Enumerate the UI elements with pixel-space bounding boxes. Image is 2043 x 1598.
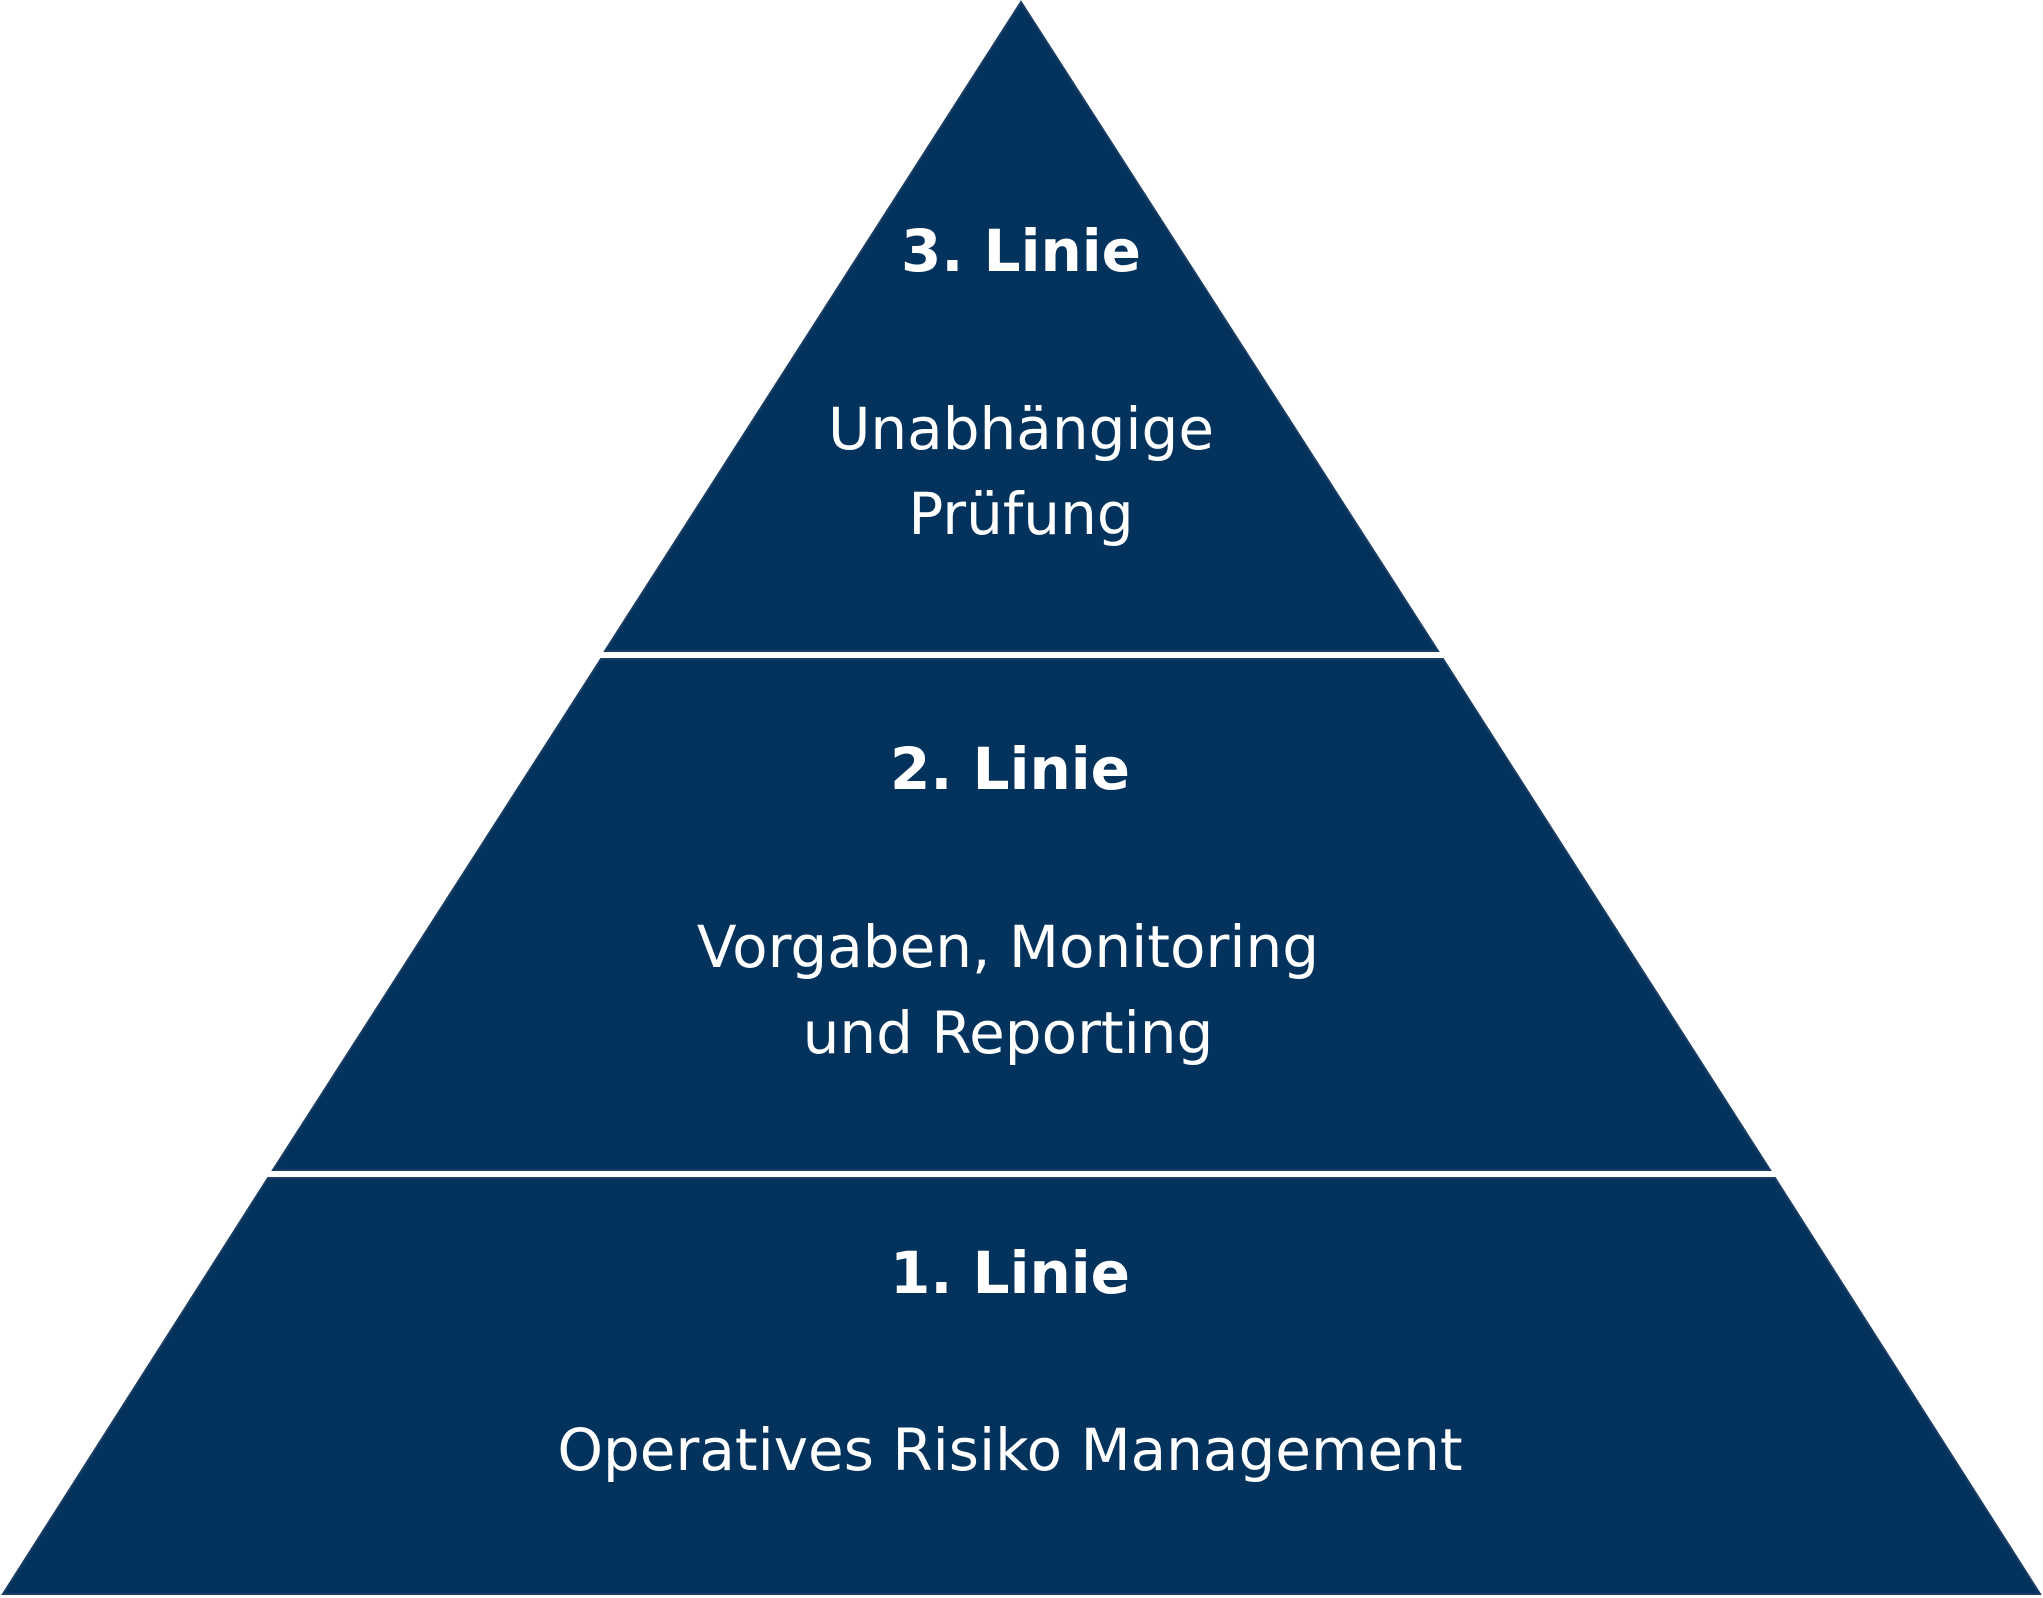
tier-3-shape [603, 0, 1440, 652]
tier-1-title: 1. Linie [890, 1239, 1130, 1307]
tier-2-line: 2. Linie Vorgaben, Monitoring und Report… [271, 658, 1772, 1171]
tier-1-line-1: Operatives Risiko Management [557, 1416, 1462, 1484]
tier-1-shape [1, 1177, 2042, 1595]
tier-2-line-2: und Reporting [803, 999, 1214, 1067]
tier-1-line: 1. Linie Operatives Risiko Management [1, 1177, 2042, 1595]
tier-3-title: 3. Linie [901, 217, 1141, 285]
tier-3-line-1: Unabhängige [828, 395, 1214, 463]
tier-3-line-2: Prüfung [908, 480, 1133, 548]
tier-2-title: 2. Linie [890, 735, 1130, 803]
tier-2-line-1: Vorgaben, Monitoring [697, 913, 1319, 981]
tier-2-shape [271, 658, 1772, 1171]
tier-3-line: 3. Linie Unabhängige Prüfung [603, 0, 1440, 652]
